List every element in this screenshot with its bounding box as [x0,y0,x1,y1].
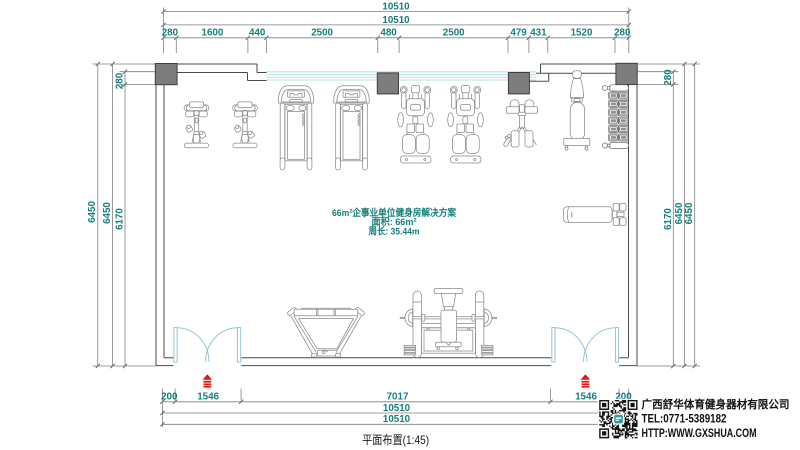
svg-text:面积: 66m²: 面积: 66m² [372,216,417,227]
svg-text:1546: 1546 [575,391,597,402]
svg-text:TEL:0771-5389182: TEL:0771-5389182 [642,413,727,425]
svg-text:6450: 6450 [684,202,695,224]
svg-text:280: 280 [162,27,179,38]
svg-text:平面布置(1:45): 平面布置(1:45) [362,433,429,447]
svg-text:280: 280 [114,72,125,89]
svg-text:6450: 6450 [674,202,685,224]
svg-text:280: 280 [614,27,631,38]
svg-text:1520: 1520 [571,27,593,38]
svg-text:200: 200 [161,391,178,402]
svg-text:440: 440 [249,27,266,38]
svg-text:广西舒华体育健身器材有限公司: 广西舒华体育健身器材有限公司 [642,397,790,411]
svg-text:2500: 2500 [311,27,333,38]
svg-text:HTTP:WWW.GXSHUA.COM: HTTP:WWW.GXSHUA.COM [642,428,757,440]
svg-text:10510: 10510 [382,1,410,12]
svg-text:7017: 7017 [387,391,409,402]
svg-text:1600: 1600 [202,27,224,38]
svg-text:480: 480 [380,27,397,38]
svg-text:66m²企事业单位健身房解决方案: 66m²企事业单位健身房解决方案 [332,207,457,218]
svg-text:479: 479 [510,27,527,38]
svg-text:6450: 6450 [87,201,98,223]
svg-text:2500: 2500 [443,27,465,38]
svg-text:10510: 10510 [382,15,410,26]
svg-text:6450: 6450 [102,202,113,224]
svg-text:280: 280 [663,69,674,86]
svg-text:1546: 1546 [197,391,219,402]
svg-text:431: 431 [530,27,547,38]
svg-text:200: 200 [615,391,632,402]
svg-text:10510: 10510 [383,403,411,414]
svg-text:6170: 6170 [114,208,125,230]
svg-text:10510: 10510 [383,414,411,425]
svg-text:6170: 6170 [663,208,674,230]
svg-text:周长: 35.44m: 周长: 35.44m [369,226,420,237]
